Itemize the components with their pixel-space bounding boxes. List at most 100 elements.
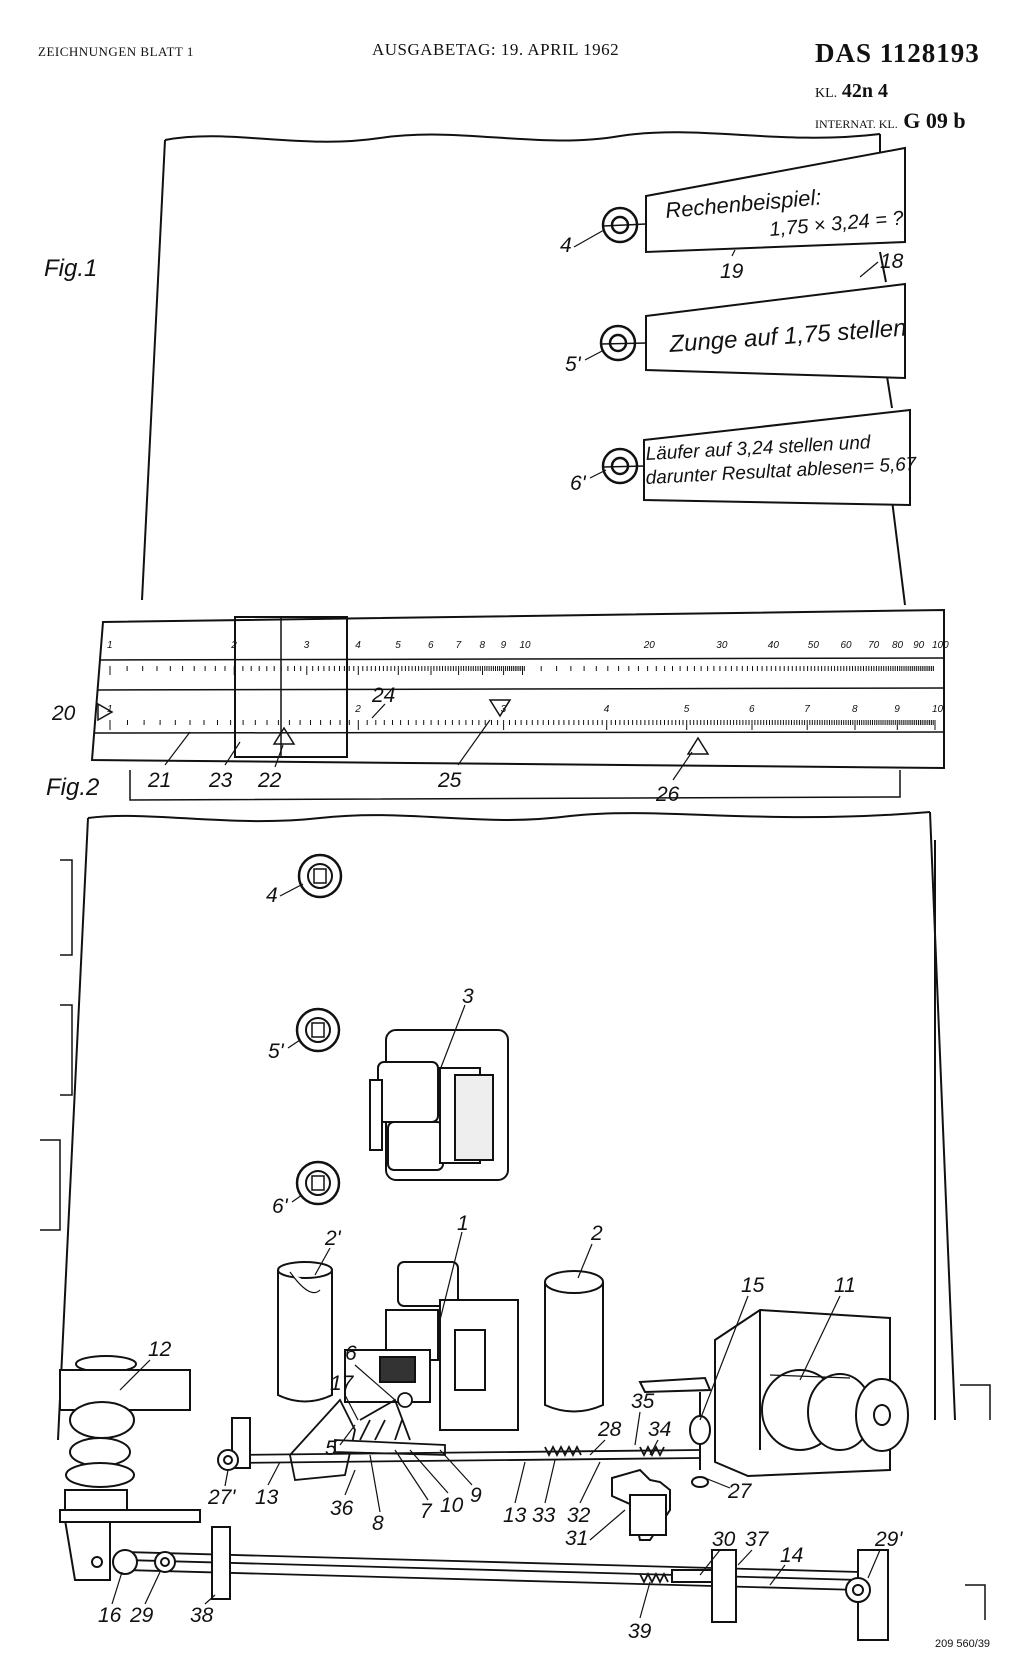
relay-3 bbox=[369, 1029, 509, 1181]
ref-21: 21 bbox=[147, 769, 171, 792]
ref-14: 14 bbox=[780, 1544, 803, 1567]
upper-scale-label: 3 bbox=[304, 640, 310, 651]
ref-5-fig1: 5' bbox=[565, 353, 582, 376]
upper-scale-label: 10 bbox=[520, 640, 532, 651]
upper-scale-label: 90 bbox=[913, 640, 925, 651]
ref-9: 9 bbox=[470, 1484, 482, 1507]
relay-1 bbox=[344, 1261, 519, 1431]
ref-8: 8 bbox=[372, 1512, 384, 1535]
bracket-31 bbox=[611, 1468, 671, 1541]
ref-5: 5 bbox=[325, 1437, 337, 1460]
mechanism-ref-numbers: 4 5' 6' 3 2' 1 2 15 11 12 6 17 5 35 28 3… bbox=[98, 883, 903, 1643]
slide-rule bbox=[90, 608, 945, 770]
ref-34: 34 bbox=[648, 1418, 671, 1441]
cylinder-2-prime bbox=[277, 1261, 333, 1403]
class-value: 42n 4 bbox=[841, 80, 889, 102]
bearing-29 bbox=[112, 1549, 176, 1575]
upper-scale-label: 80 bbox=[892, 640, 904, 651]
ref-4-fig1: 4 bbox=[560, 234, 572, 257]
ref-28: 28 bbox=[597, 1418, 622, 1441]
upper-scale-label: 2 bbox=[230, 640, 237, 651]
upper-scale-label: 6 bbox=[428, 640, 434, 651]
contact-lever-assembly bbox=[289, 1392, 446, 1481]
upper-scale-label: 5 bbox=[395, 640, 401, 651]
fig1-label: Fig.1 bbox=[44, 255, 97, 282]
lower-scale-label: 6 bbox=[749, 704, 755, 715]
worm-15 bbox=[638, 1376, 712, 1488]
cylinder-2 bbox=[544, 1270, 604, 1413]
upper-scale-label: 100 bbox=[932, 640, 949, 651]
ref-1: 1 bbox=[457, 1212, 469, 1235]
ref-2: 2 bbox=[590, 1222, 603, 1245]
magnet-11 bbox=[714, 1308, 909, 1478]
patent-number: DAS 1128193 bbox=[815, 38, 980, 68]
fig1-panel bbox=[141, 131, 906, 606]
button-6 bbox=[295, 1160, 341, 1206]
upper-scale-label: 7 bbox=[456, 640, 462, 651]
bearing-29-prime bbox=[845, 1549, 889, 1641]
ref-6-prime: 6' bbox=[272, 1195, 289, 1218]
ref-13-mid: 13 bbox=[503, 1504, 527, 1527]
lower-scale-label: 9 bbox=[894, 704, 900, 715]
stop-38 bbox=[211, 1526, 231, 1600]
ref-33: 33 bbox=[532, 1504, 556, 1527]
ref-6: 6 bbox=[345, 1342, 357, 1365]
card-2: Zunge auf 1,75 stellen bbox=[599, 282, 907, 380]
internat-value: G 09 b bbox=[903, 108, 966, 133]
upper-scale-label: 1 bbox=[107, 640, 113, 651]
internat-class-line: INTERNAT. KL. G 09 b bbox=[815, 108, 966, 134]
ref-12: 12 bbox=[148, 1338, 172, 1361]
ref-38: 38 bbox=[190, 1604, 214, 1627]
ref-17: 17 bbox=[330, 1372, 355, 1395]
scale-ticks bbox=[109, 666, 936, 730]
ref-26: 26 bbox=[655, 783, 680, 806]
card-1: Rechenbeispiel: 1,75 × 3,24 = ? bbox=[601, 146, 906, 254]
lower-scale-label: 4 bbox=[604, 704, 610, 715]
ref-15: 15 bbox=[741, 1274, 765, 1297]
upper-scale-label: 4 bbox=[355, 640, 361, 651]
ref-29: 29 bbox=[129, 1604, 154, 1627]
ref-23: 23 bbox=[208, 769, 233, 792]
lower-scale-label: 7 bbox=[804, 704, 810, 715]
ref-3: 3 bbox=[462, 985, 474, 1008]
lower-scale-label: 10 bbox=[932, 704, 944, 715]
upper-scale-label: 30 bbox=[716, 640, 728, 651]
upper-scale-label: 60 bbox=[841, 640, 853, 651]
ref-29-prime: 29' bbox=[874, 1528, 903, 1551]
class-prefix: KL. bbox=[815, 86, 838, 101]
ref-4: 4 bbox=[266, 884, 278, 907]
spindle-12 bbox=[59, 1355, 201, 1581]
ref-27: 27 bbox=[727, 1480, 753, 1503]
ref-22: 22 bbox=[257, 769, 282, 792]
fig1-ref-numbers: 4 5' 6' 19 18 bbox=[560, 229, 904, 495]
class-line: KL. 42n 4 bbox=[815, 80, 888, 103]
upper-scale-label: 70 bbox=[868, 640, 880, 651]
ref-36: 36 bbox=[330, 1497, 354, 1520]
upper-scale-label: 9 bbox=[501, 640, 507, 651]
shafts bbox=[124, 1444, 861, 1591]
ref-13-left: 13 bbox=[255, 1486, 279, 1509]
ref-24: 24 bbox=[371, 684, 395, 707]
fig2-ref-numbers: 20 21 23 22 24 25 26 bbox=[51, 684, 693, 806]
fig2-label: Fig.2 bbox=[46, 774, 99, 801]
ref-16: 16 bbox=[98, 1604, 122, 1627]
card-3: Läufer auf 3,24 stellen und darunter Res… bbox=[601, 408, 918, 507]
ref-11: 11 bbox=[834, 1274, 856, 1297]
ref-6-fig1: 6' bbox=[570, 472, 587, 495]
lower-scale-label: 1 bbox=[107, 704, 113, 715]
ref-25: 25 bbox=[437, 769, 462, 792]
ref-7: 7 bbox=[420, 1500, 433, 1523]
ref-10: 10 bbox=[440, 1494, 464, 1517]
mechanism-panel bbox=[40, 811, 991, 1620]
issue-date: AUSGABETAG: 19. APRIL 1962 bbox=[372, 40, 620, 59]
sheet-label: ZEICHNUNGEN BLATT 1 bbox=[38, 44, 194, 59]
slider-30 bbox=[671, 1549, 737, 1623]
lower-scale-label: 3 bbox=[501, 704, 507, 715]
drawing-number: 209 560/39 bbox=[935, 1638, 991, 1650]
lower-scale-label: 5 bbox=[684, 704, 690, 715]
button-4 bbox=[297, 853, 343, 899]
ref-31: 31 bbox=[565, 1527, 588, 1550]
ref-20: 20 bbox=[51, 702, 76, 725]
